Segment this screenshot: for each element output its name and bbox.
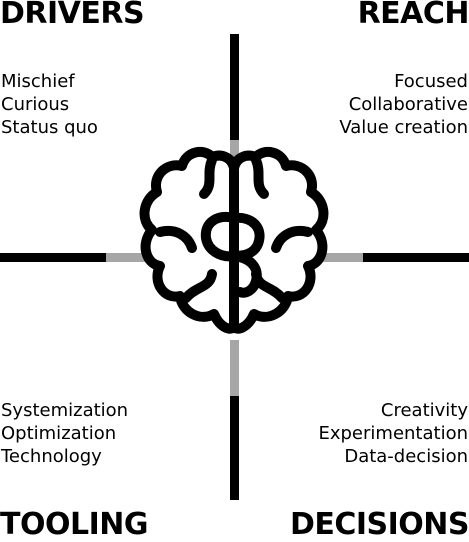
title-decisions: DECISIONS xyxy=(289,507,469,542)
vertical-axis xyxy=(230,34,239,500)
list-reach: Focused Collaborative Value creation xyxy=(339,70,468,139)
list-item: Creativity xyxy=(380,400,468,421)
axis-right-black xyxy=(363,253,469,262)
list-item: Optimization xyxy=(1,423,117,444)
axis-top-gray xyxy=(230,140,239,168)
list-item: Experimentation xyxy=(318,423,468,444)
title-reach: REACH xyxy=(357,0,469,31)
list-item: Data-decision xyxy=(344,446,468,467)
list-tooling: Systemization Optimization Technology xyxy=(1,399,128,468)
list-item: Value creation xyxy=(339,117,468,138)
list-item: Focused xyxy=(394,71,468,92)
axis-top-black xyxy=(230,34,239,140)
axis-bottom-gray xyxy=(230,340,239,396)
axis-bottom-black xyxy=(230,396,239,500)
list-item: Status quo xyxy=(1,117,98,138)
horizontal-axis xyxy=(0,253,469,262)
list-drivers: Mischief Curious Status quo xyxy=(1,70,98,139)
axis-right-gray xyxy=(323,253,363,262)
brain-icon xyxy=(139,146,329,334)
list-item: Collaborative xyxy=(348,94,468,115)
title-drivers: DRIVERS xyxy=(0,0,145,31)
list-item: Systemization xyxy=(1,400,129,421)
list-item: Mischief xyxy=(1,71,75,92)
axis-left-gray xyxy=(106,253,146,262)
list-item: Curious xyxy=(1,94,70,115)
title-tooling: TOOLING xyxy=(0,507,148,542)
list-decisions: Creativity Experimentation Data-decision xyxy=(318,399,468,468)
list-item: Technology xyxy=(1,446,102,467)
axis-left-black xyxy=(0,253,106,262)
